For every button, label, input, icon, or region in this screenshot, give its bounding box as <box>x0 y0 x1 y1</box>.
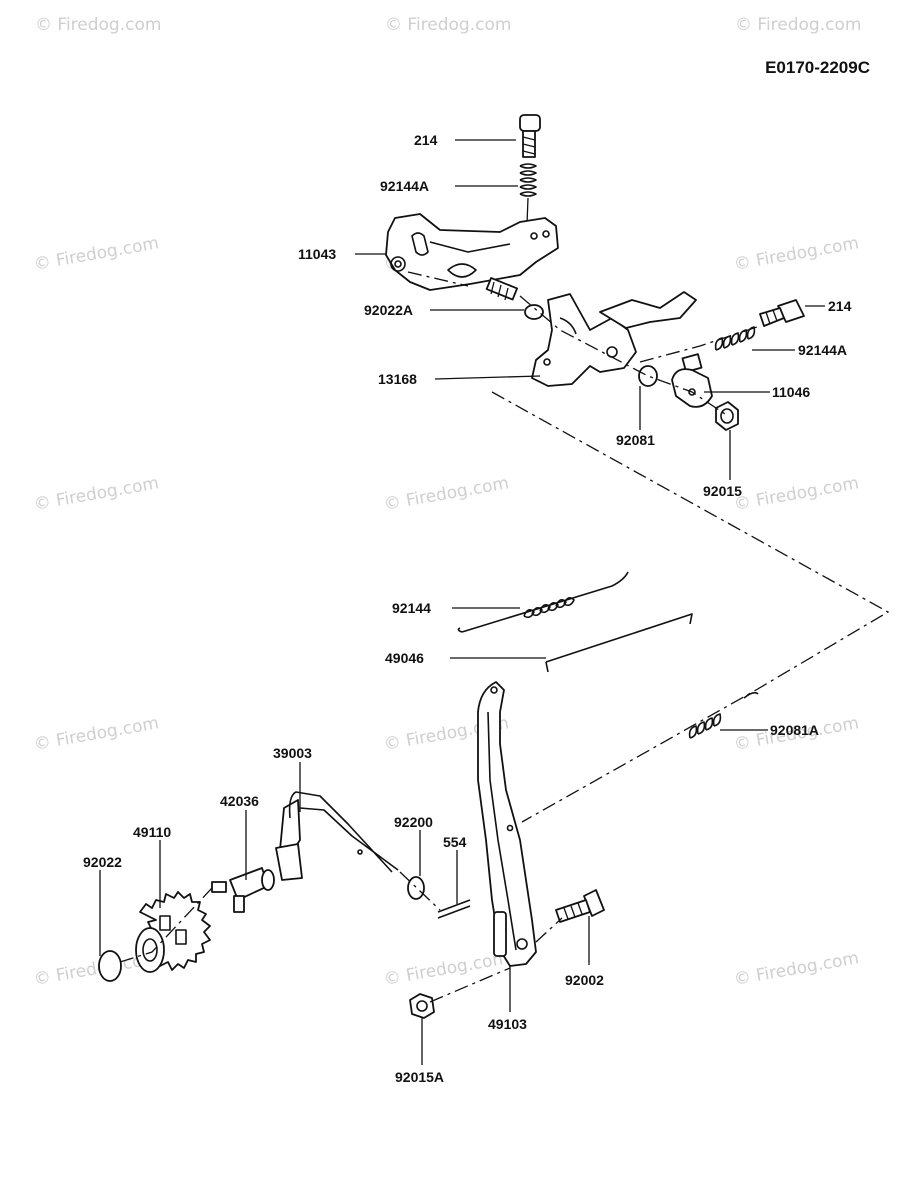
label-214-top: 214 <box>414 132 438 148</box>
governor-42036 <box>211 867 275 913</box>
washer-92081 <box>638 365 658 387</box>
axis-line <box>407 271 469 287</box>
label-39003: 39003 <box>273 745 312 761</box>
axis-line <box>399 871 441 911</box>
label-49103: 49103 <box>488 1016 527 1032</box>
label-92022a: 92022A <box>364 302 413 318</box>
plate-13168 <box>531 291 697 387</box>
axis-line <box>519 295 726 415</box>
label-13168: 13168 <box>378 371 417 387</box>
label-11046: 11046 <box>772 384 810 400</box>
spring-92144a-top <box>519 163 537 225</box>
label-92002: 92002 <box>565 972 604 988</box>
pin-554 <box>437 899 471 919</box>
leader-lines <box>99 139 825 1065</box>
arm-49103 <box>477 681 537 967</box>
bolt-214-right <box>759 299 805 327</box>
label-92144: 92144 <box>392 600 431 616</box>
axis-line <box>535 917 563 943</box>
watermark: © Firedog.com <box>32 713 160 755</box>
diagram-code: E0170-2209C <box>765 58 870 77</box>
lever-11046 <box>671 353 713 408</box>
watermark: © Firedog.com <box>385 15 511 35</box>
bracket-11043 <box>385 213 559 291</box>
watermark: © Firedog.com <box>732 233 860 275</box>
label-554: 554 <box>443 834 467 850</box>
label-49046: 49046 <box>385 650 424 666</box>
watermark: © Firedog.com <box>32 473 160 515</box>
washer-92022a <box>524 304 544 320</box>
label-214-right: 214 <box>828 298 852 314</box>
label-92200: 92200 <box>394 814 433 830</box>
watermark: © Firedog.com <box>735 15 861 35</box>
label-42036: 42036 <box>220 793 259 809</box>
label-92015a: 92015A <box>395 1069 444 1085</box>
connector-line <box>491 391 890 823</box>
label-92022: 92022 <box>83 854 122 870</box>
label-92081a: 92081A <box>770 722 819 738</box>
washer-92022 <box>98 950 122 982</box>
rod-49046 <box>545 613 693 673</box>
label-92144a-top: 92144A <box>380 178 429 194</box>
label-11043: 11043 <box>298 246 336 262</box>
axis-line <box>639 325 761 363</box>
nut-92015 <box>715 401 739 431</box>
watermark: © Firedog.com <box>732 948 860 990</box>
nut-92015a <box>409 993 435 1019</box>
watermark: © Firedog.com <box>382 948 510 990</box>
label-92081: 92081 <box>616 432 655 448</box>
shaft-39003 <box>275 791 399 881</box>
watermark: © Firedog.com <box>32 233 160 275</box>
washer-92200 <box>407 876 425 900</box>
label-92015: 92015 <box>703 483 742 499</box>
label-92144a-right: 92144A <box>798 342 847 358</box>
screw-small <box>485 277 518 301</box>
bolt-92002 <box>555 889 605 923</box>
gear-49110 <box>135 891 211 973</box>
watermark: © Firedog.com <box>35 15 161 35</box>
axis-line <box>119 887 213 963</box>
spring-92081a <box>688 691 759 739</box>
watermark: © Firedog.com <box>382 473 510 515</box>
part-labels: 214 92144A 11043 92022A 13168 214 92144A… <box>83 132 852 1085</box>
label-49110: 49110 <box>133 824 171 840</box>
watermark: © Firedog.com <box>732 473 860 515</box>
bolt-214-top <box>519 114 541 158</box>
spring-92144 <box>457 571 629 633</box>
